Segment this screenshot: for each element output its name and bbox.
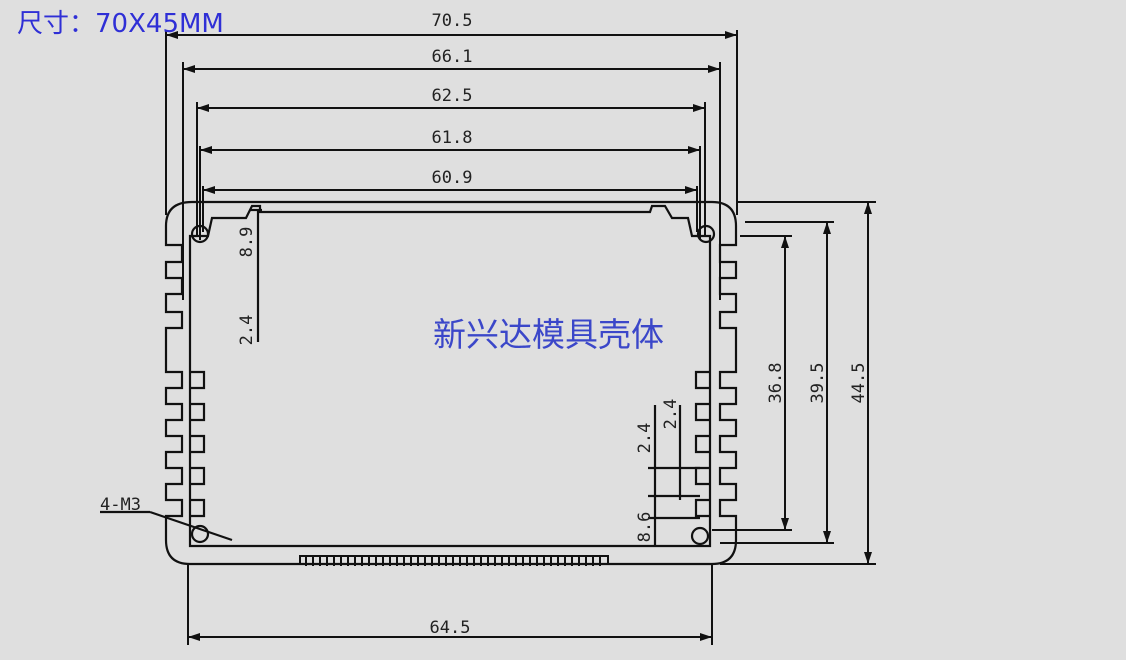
dim-width-61-8: 61.8 <box>432 128 473 148</box>
dim-left-8-9: 8.9 <box>237 227 257 258</box>
hole-callout: 4-M3 <box>100 495 141 515</box>
brand-watermark: 新兴达模具壳体 <box>433 315 664 354</box>
dim-width-70-5: 70.5 <box>432 11 473 31</box>
dim-left-2-4: 2.4 <box>237 315 257 346</box>
dim-height-44-5: 44.5 <box>849 363 869 404</box>
size-title: 尺寸：70X45MM <box>17 9 224 39</box>
dim-height-39-5: 39.5 <box>808 363 828 404</box>
dim-right-2-4-a: 2.4 <box>635 423 655 454</box>
dim-right-2-4-b: 2.4 <box>661 399 681 430</box>
dim-height-36-8: 36.8 <box>766 363 786 404</box>
dim-width-62-5: 62.5 <box>432 86 473 106</box>
dim-width-66-1: 66.1 <box>432 47 473 67</box>
dim-width-60-9: 60.9 <box>432 168 473 188</box>
dim-width-64-5: 64.5 <box>430 618 471 638</box>
dim-right-8-6: 8.6 <box>635 512 655 543</box>
